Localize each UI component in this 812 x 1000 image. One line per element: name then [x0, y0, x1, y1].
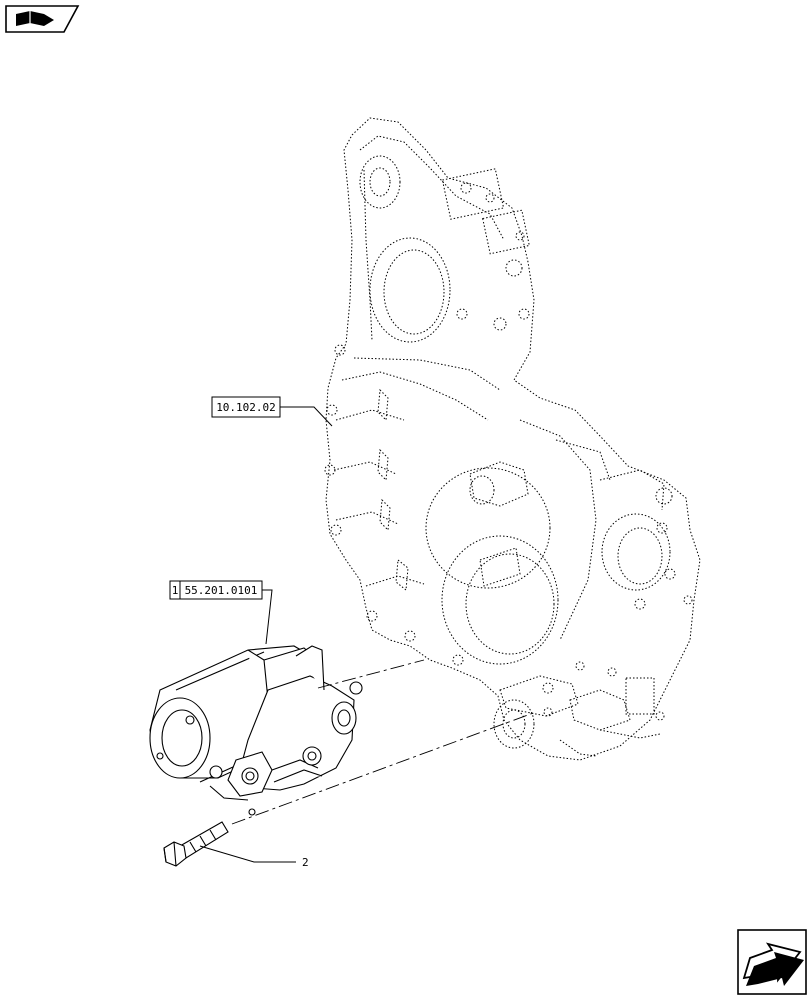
next-page-arrow-icon — [742, 942, 804, 986]
book-open-icon — [16, 11, 54, 26]
mounting-bolt — [163, 821, 229, 867]
bolt-item-label: 2 — [302, 856, 309, 869]
manual-icon[interactable] — [5, 5, 80, 33]
housing-ref-label: 10.102.02 — [216, 401, 276, 414]
starter-motor — [149, 645, 363, 816]
starter-ref-label: 55.201.0101 — [185, 584, 258, 597]
starter-qty-label: 1 — [172, 584, 179, 597]
housing-callout[interactable]: 10.102.02 — [211, 396, 333, 427]
bolt-callout[interactable]: 2 — [199, 845, 309, 869]
alignment-centerline — [231, 659, 537, 825]
flywheel-housing — [324, 117, 701, 761]
starter-callout[interactable]: 1 55.201.0101 — [169, 580, 273, 645]
next-page-button[interactable] — [737, 929, 807, 995]
